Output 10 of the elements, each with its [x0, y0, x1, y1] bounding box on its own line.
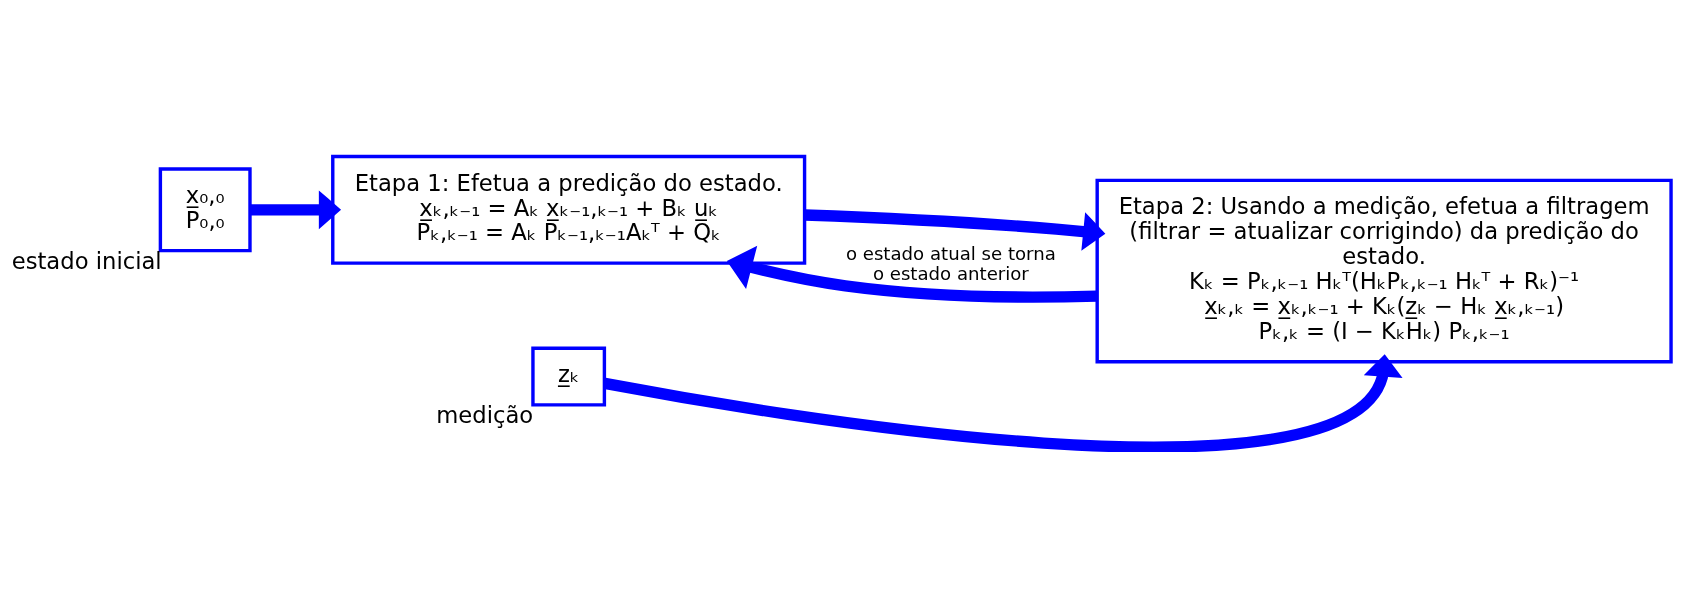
arrow: [804, 208, 1106, 251]
node-box: Etapa 1: Efetua a predição do estado. x̲ₖ,ₖ₋₁ = Aₖ x̲ₖ₋₁,ₖ₋₁ + Bₖ u̲ₖ Pₖ,ₖ₋₁ = Aₖ Pₖ₋₁,ₖ₋₁Aₖᵀ + Qₖ: [331, 154, 807, 265]
arrow: [603, 353, 1403, 452]
node-label: medição: [436, 401, 534, 428]
node-box: z̲ₖ: [531, 346, 607, 407]
arrow: [250, 189, 342, 229]
arrow: [726, 245, 1098, 303]
node-box: x̲₀,₀ P₀,₀: [158, 166, 252, 252]
edge-label: o estado atual se torna o estado anterior: [845, 242, 1056, 284]
node-box: Etapa 2: Usando a medição, efetua a filtragem (filtrar = atualizar corrigindo) da predição do estado. Kₖ = Pₖ,ₖ₋₁ Hₖᵀ(HₖPₖ,ₖ₋₁ Hₖᵀ + Rₖ)⁻¹ x̲ₖ,ₖ = x̲ₖ,ₖ₋₁ + Kₖ(z̲ₖ − Hₖ x̲ₖ,ₖ₋₁) Pₖ,ₖ = (I − KₖHₖ) Pₖ,ₖ₋₁: [1095, 178, 1673, 363]
